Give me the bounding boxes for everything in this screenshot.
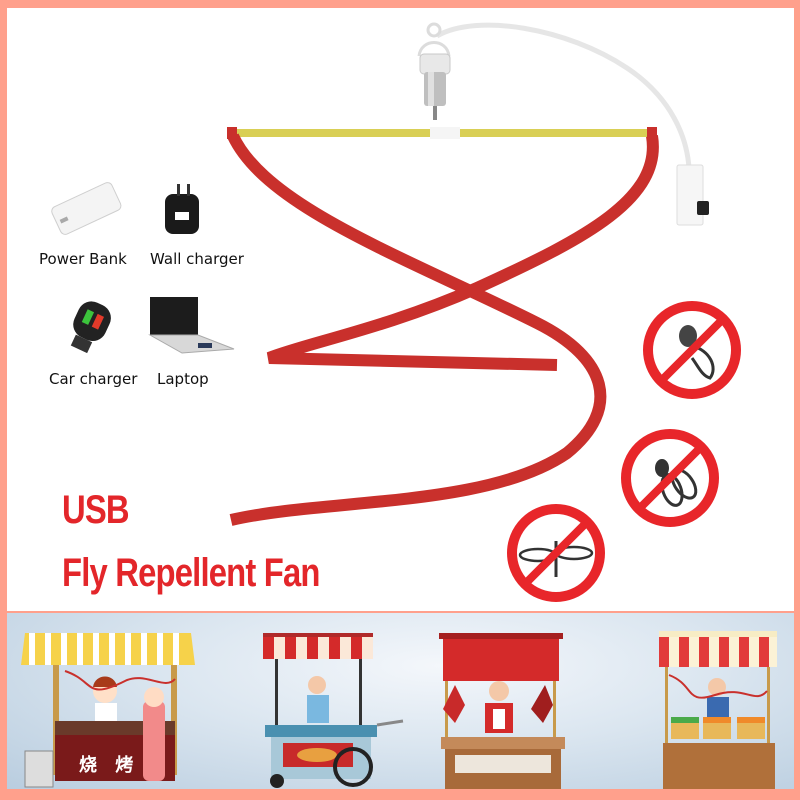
power-bank-label: Power Bank: [39, 250, 127, 268]
no-mosquito-icon: [507, 504, 605, 602]
fan-device-illustration: [227, 22, 709, 526]
butcher-stall-illustration: [435, 625, 575, 789]
usage-scenes-strip: 烧 烤: [7, 613, 794, 789]
product-title-line1: USB: [62, 488, 130, 532]
hotdog-cart-illustration: [255, 625, 415, 789]
wall-charger-label: Wall charger: [150, 250, 244, 268]
bbq-stall-sign: 烧 烤: [79, 755, 140, 776]
fruit-stall-illustration: [655, 625, 785, 789]
power-bank-icon: [45, 180, 125, 236]
no-fly-icon: [621, 429, 719, 527]
product-title-line2: Fly Repellent Fan: [62, 551, 320, 595]
car-charger-label: Car charger: [49, 370, 138, 388]
laptop-icon: [142, 293, 237, 358]
wall-charger-icon: [157, 180, 207, 240]
car-charger-icon: [62, 298, 117, 358]
product-canvas: Power Bank Wall charger Car charger Lapt…: [7, 8, 794, 611]
no-bee-icon: [643, 301, 741, 399]
laptop-label: Laptop: [157, 370, 209, 388]
bbq-stall-illustration: 烧 烤: [15, 621, 195, 789]
